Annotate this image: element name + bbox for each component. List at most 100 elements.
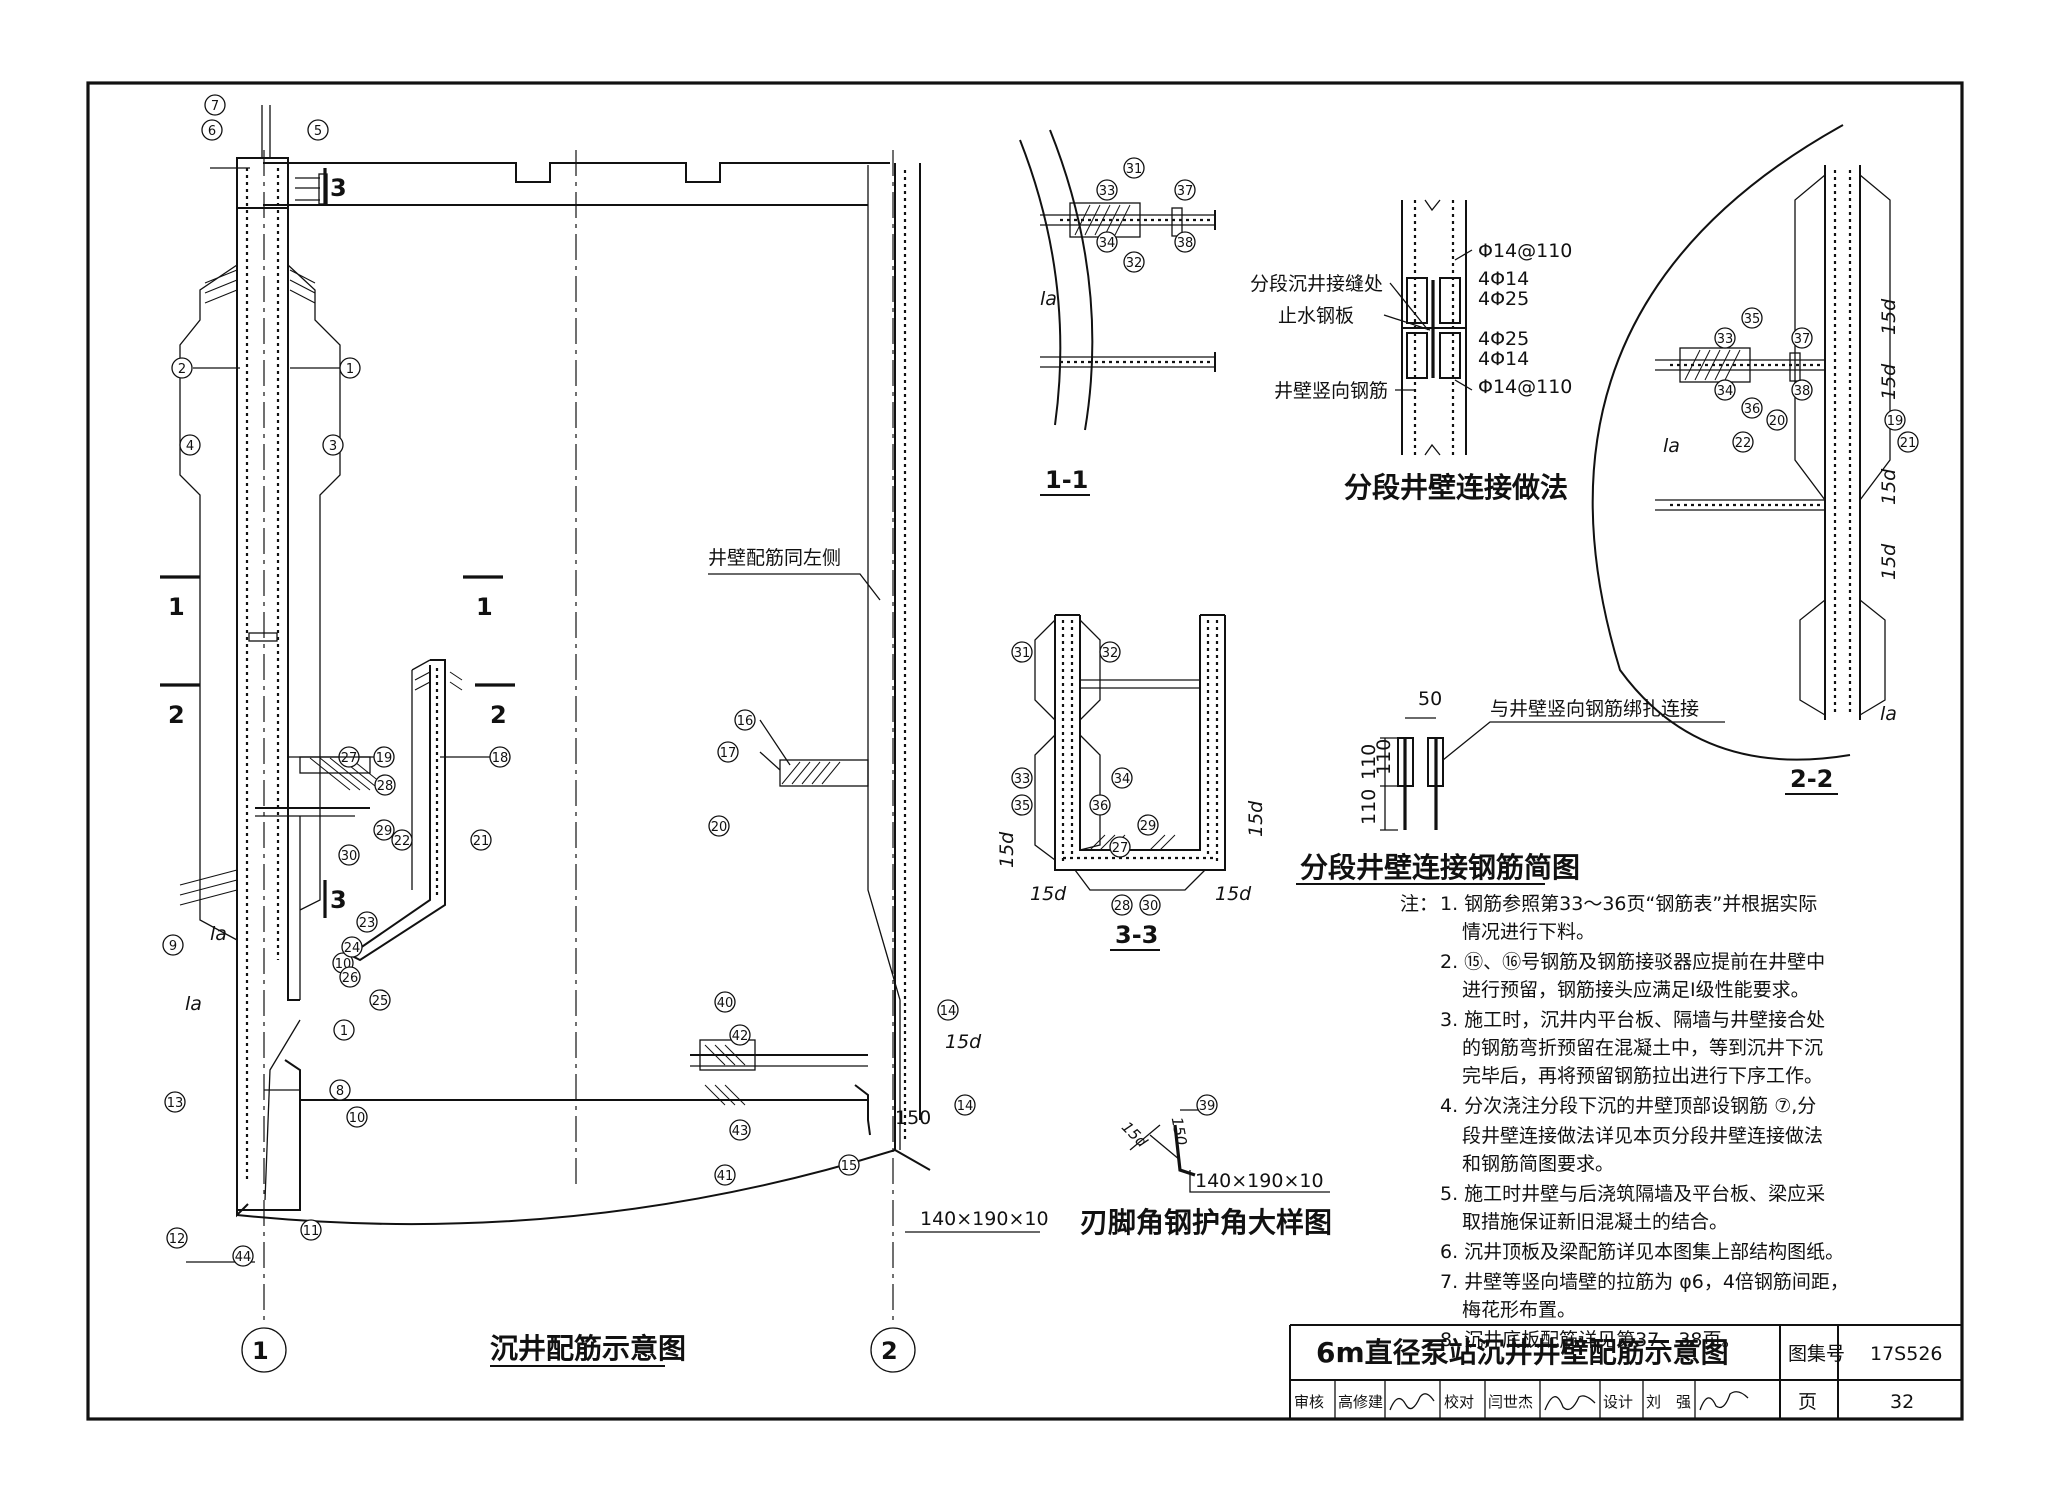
callout-number: 31 bbox=[1014, 646, 1031, 661]
main-view-title: 沉井配筋示意图 bbox=[490, 1332, 686, 1365]
corner-detail: 15d 150 140×190×10 39 刃脚角钢护角大样图 bbox=[1080, 1094, 1332, 1239]
axis-1-bubble: 1 bbox=[252, 1337, 269, 1365]
callout-bubble: 4 bbox=[179, 434, 201, 456]
callout-bubble: 43 bbox=[729, 1119, 751, 1141]
callout-bubble: 9 bbox=[162, 934, 184, 956]
note-line: 情况进行下料。 bbox=[1462, 921, 1595, 943]
callout-bubble: 26 bbox=[339, 966, 361, 988]
callout-number: 23 bbox=[359, 916, 376, 931]
dim-15d: 15d bbox=[1878, 543, 1900, 580]
title-block: 6m直径泵站沉井井壁配筋示意图 图集号 17S526 页 32 审核 高修建 校… bbox=[1289, 1324, 1962, 1419]
callout-bubble: 14 bbox=[937, 999, 959, 1021]
callout-bubble: 10 bbox=[346, 1106, 368, 1128]
leader-line bbox=[759, 751, 781, 771]
callout-number: 44 bbox=[235, 1250, 252, 1265]
callout-number: 34 bbox=[1717, 384, 1734, 399]
callout-bubble: 21 bbox=[470, 829, 492, 851]
callout-number: 16 bbox=[737, 714, 754, 729]
dim-110: 110 bbox=[1373, 739, 1395, 775]
callout-number: 8 bbox=[336, 1084, 344, 1099]
callout-bubble: 20 bbox=[708, 815, 730, 837]
note-line: 4. 分次浇注分段下沉的井壁顶部设钢筋 ⑦,分 bbox=[1440, 1095, 1816, 1117]
dim-50: 50 bbox=[1418, 688, 1442, 710]
checker-name: 闫世杰 bbox=[1488, 1393, 1533, 1411]
callout-bubble: 44 bbox=[232, 1245, 254, 1267]
reviewer-name: 高修建 bbox=[1338, 1393, 1383, 1411]
callout-number: 22 bbox=[394, 834, 411, 849]
callout-bubble: 28 bbox=[1111, 894, 1133, 916]
callout-bubble: 42 bbox=[729, 1024, 751, 1046]
callout-bubble: 1 bbox=[333, 1019, 355, 1041]
page-number: 32 bbox=[1890, 1391, 1914, 1413]
callout-bubble: 24 bbox=[341, 936, 363, 958]
callout-bubble: 19 bbox=[373, 746, 395, 768]
callout-bubble: 37 bbox=[1174, 179, 1196, 201]
callout-number: 27 bbox=[1112, 841, 1129, 856]
callout-number: 39 bbox=[1199, 1099, 1216, 1114]
callout-bubble: 17 bbox=[717, 741, 739, 763]
callout-number: 41 bbox=[717, 1169, 734, 1184]
callout-number: 28 bbox=[1114, 899, 1131, 914]
note-line: 进行预留，钢筋接头应满足Ⅰ级性能要求。 bbox=[1462, 979, 1810, 1001]
rebar-sketch: 50 110 110 110 与井壁竖向钢筋绑扎连接 分段井壁连接钢筋简图 bbox=[1296, 688, 1725, 885]
page-label: 页 bbox=[1798, 1391, 1817, 1413]
callout-bubble: 13 bbox=[164, 1091, 186, 1113]
callout-bubble: 35 bbox=[1011, 794, 1033, 816]
note-line: 2. ⑮、⑯号钢筋及钢筋接驳器应提前在井壁中 bbox=[1440, 951, 1825, 973]
bar-top-1: Φ14@110 bbox=[1478, 240, 1572, 262]
callout-number: 2 bbox=[178, 362, 186, 377]
signature-checker bbox=[1544, 1395, 1596, 1411]
note-line: 取措施保证新旧混凝土的结合。 bbox=[1462, 1211, 1728, 1233]
callout-number: 34 bbox=[1114, 772, 1131, 787]
callout-number: 37 bbox=[1177, 184, 1194, 199]
bar-bot-3: 4Φ25 bbox=[1478, 328, 1529, 350]
callout-bubble: 23 bbox=[356, 911, 378, 933]
design-label: 设计 bbox=[1603, 1393, 1633, 1411]
callout-number: 42 bbox=[732, 1029, 749, 1044]
note-line: 和钢筋简图要求。 bbox=[1462, 1153, 1614, 1175]
dim-15d: 15d bbox=[1878, 468, 1900, 505]
callout-bubble: 34 bbox=[1714, 379, 1736, 401]
angle-steel-label-2: 140×190×10 bbox=[1195, 1170, 1324, 1192]
callout-number: 21 bbox=[1900, 436, 1917, 451]
dim-150: 150 bbox=[895, 1107, 931, 1129]
la-mark: la bbox=[210, 923, 227, 945]
callout-number: 15 bbox=[841, 1159, 858, 1174]
check-label: 校对 bbox=[1444, 1393, 1474, 1411]
callout-number: 35 bbox=[1744, 312, 1761, 327]
callout-bubble: 8 bbox=[329, 1079, 351, 1101]
callout-bubble: 6 bbox=[201, 119, 223, 141]
joint-detail: Φ14@110 4Φ14 4Φ25 4Φ25 4Φ14 Φ14@110 分段沉井… bbox=[1250, 199, 1572, 504]
callout-bubble: 16 bbox=[734, 709, 756, 731]
designer-name: 刘 强 bbox=[1646, 1393, 1691, 1411]
dim-15d: 15d bbox=[1118, 1118, 1151, 1151]
section-mark-2-right: 2 bbox=[490, 701, 507, 729]
dim-110: 110 bbox=[1358, 744, 1380, 780]
note-line: 7. 井壁等竖向墙壁的拉筋为 φ6，4倍钢筋间距， bbox=[1440, 1271, 1849, 1293]
callout-number: 38 bbox=[1177, 236, 1194, 251]
callout-bubble: 2 bbox=[171, 357, 193, 379]
callout-number: 43 bbox=[732, 1124, 749, 1139]
callout-bubble: 40 bbox=[714, 991, 736, 1013]
callout-number: 12 bbox=[169, 1232, 186, 1247]
callout-number: 35 bbox=[1014, 799, 1031, 814]
callout-number: 7 bbox=[211, 99, 219, 114]
section-mark-2-left: 2 bbox=[168, 701, 185, 729]
dim-15d: 15d bbox=[945, 1031, 982, 1053]
callout-number: 33 bbox=[1014, 772, 1031, 787]
callout-number: 30 bbox=[341, 849, 358, 864]
callout-number: 26 bbox=[342, 971, 359, 986]
rebar-sketch-title: 分段井壁连接钢筋简图 bbox=[1300, 851, 1580, 884]
callout-bubble: 18 bbox=[489, 746, 511, 768]
callout-bubble: 21 bbox=[1897, 431, 1919, 453]
callout-bubble: 31 bbox=[1011, 641, 1033, 663]
la-mark: la bbox=[1663, 435, 1680, 457]
atlas-label: 图集号 bbox=[1788, 1343, 1845, 1365]
section-mark-3-top: 3 bbox=[330, 174, 347, 202]
callout-bubble: 30 bbox=[338, 844, 360, 866]
la-mark: la bbox=[1880, 703, 1897, 725]
wall-vertical-label: 井壁竖向钢筋 bbox=[1274, 380, 1388, 402]
